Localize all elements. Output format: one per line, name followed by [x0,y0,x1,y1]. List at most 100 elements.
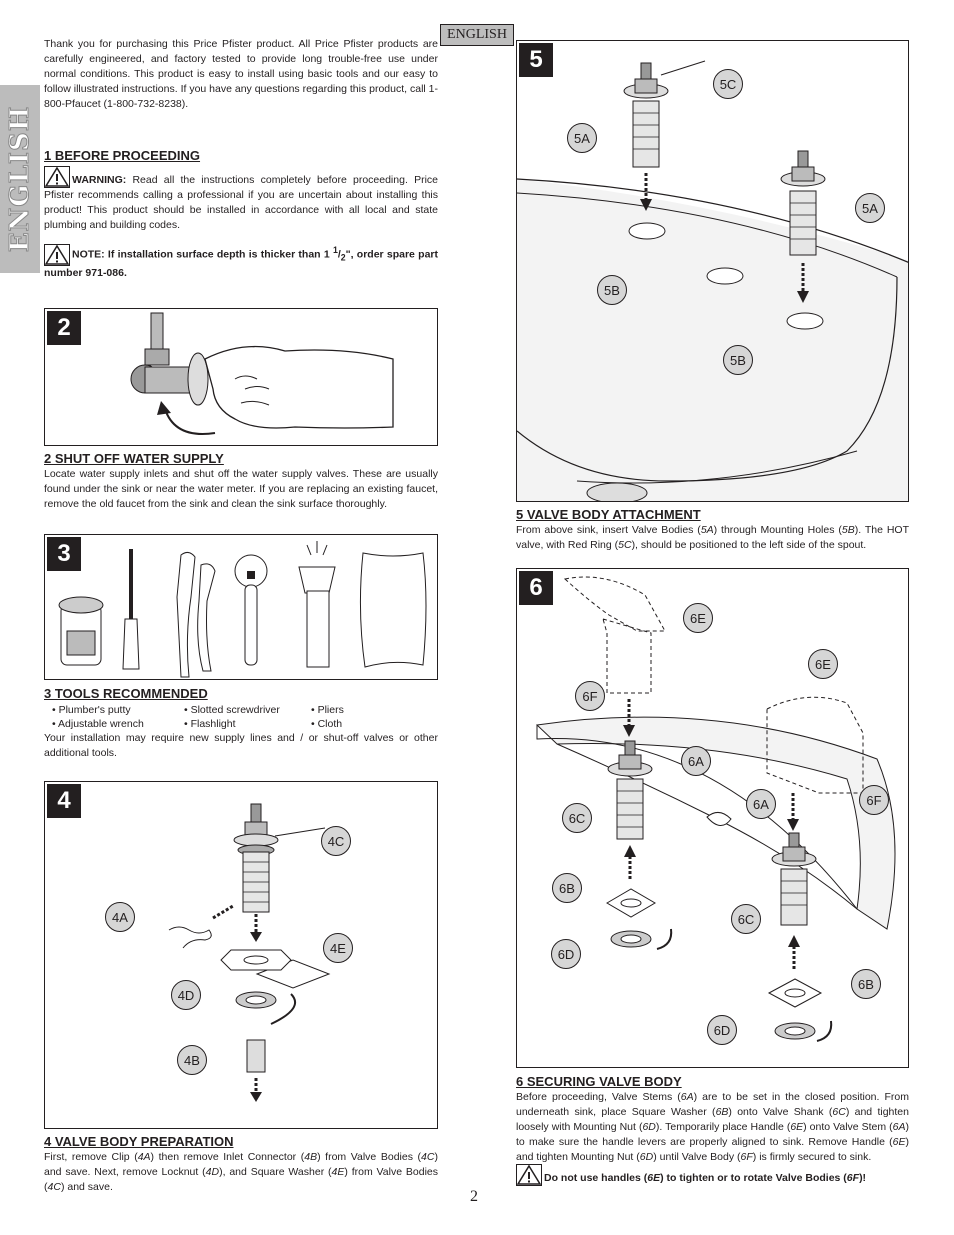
callout-6b: 6B [552,873,582,903]
step-3-heading: 3 TOOLS RECOMMENDED [44,686,208,701]
part-ref: 6E [647,1172,661,1184]
text-part: )! [859,1172,867,1184]
text-part: ). Temporarily place Handle ( [655,1121,791,1133]
callout-4b: 4B [177,1045,207,1075]
text-part: ) and save. [60,1181,113,1193]
warning-icon [516,1164,542,1186]
callout-4c: 4C [321,826,351,856]
part-ref: 4C [47,1181,61,1193]
part-ref: 4A [137,1151,151,1163]
text-part: ) through Mounting Holes ( [713,524,842,536]
callout-6f: 6F [575,681,605,711]
callout-6c: 6C [731,904,761,934]
tool-item: • Flashlight [184,718,236,730]
text-part: ), and Square Washer ( [219,1166,332,1178]
callout-5b: 5B [723,345,753,375]
tool-item: • Adjustable wrench [52,718,144,730]
language-side-tab-label: ENGLISH [5,105,36,253]
note-prefix: NOTE: If installation surface depth is t… [72,248,333,261]
pliers-icon [176,551,216,678]
text-part: ) until Valve Body ( [653,1151,741,1163]
callout-6b: 6B [851,969,881,999]
tool-item: • Plumber's putty [52,704,131,716]
part-ref: 6B [715,1106,729,1118]
securing-valve-body-drawing [535,576,896,1042]
callout-4e: 4E [323,933,353,963]
callout-6d: 6D [551,939,581,969]
putty-icon [58,596,104,666]
text-part: ) to tighten or to rotate Valve Bodies ( [660,1172,847,1184]
callout-6c: 6C [562,803,592,833]
section-1-heading: 1 BEFORE PROCEEDING [44,148,201,163]
step-3-text: Your installation may require new supply… [44,732,438,759]
shutoff-valve-hand-drawing [130,312,394,435]
part-ref: 6A [892,1121,906,1133]
callout-6f: 6F [859,785,889,815]
note-fraction-slash: / [337,248,341,261]
text-part: ) onto Valve Stem ( [803,1121,893,1133]
callout-5b: 5B [597,275,627,305]
callout-6d: 6D [707,1015,737,1045]
step-6-heading: 6 SECURING VALVE BODY [516,1074,682,1089]
warning-text: Read all the instructions completely bef… [44,174,438,231]
part-ref: 6F [846,1172,860,1184]
text-part: ) from Valve Bodies ( [44,1166,438,1193]
step-4-illustration: 4 4C 4A 4E 4D 4B [44,781,438,1129]
step-6-warning: Do not use handles (6E) to tighten or to… [516,1164,909,1186]
sink-valve-insertion-drawing [517,60,908,501]
callout-4d: 4D [171,980,201,1010]
screwdriver-icon [122,549,140,670]
callout-6e: 6E [808,649,838,679]
step-4-text: First, remove Clip (4A) then remove Inle… [44,1150,438,1195]
step-6-text: Before proceeding, Valve Stems ( 6A ) are … [516,1090,909,1165]
step-5-text: From above sink, insert Valve Bodies (5A… [516,523,909,553]
text-part: ) and save. Next, remove Locknut ( [44,1151,438,1178]
part-ref: 6F [740,1151,753,1163]
step-6-number: 6 [519,571,553,605]
part-ref: 6D [642,1121,656,1133]
wrench-icon [234,554,268,666]
step-2-illustration: 2 [44,308,438,446]
part-ref: 4C [421,1151,435,1163]
step-4-heading: 4 VALVE BODY PREPARATION [44,1134,234,1149]
note-paragraph: NOTE: If installation surface depth is t… [44,243,438,281]
part-ref: 6E [790,1121,804,1133]
part-ref: 6D [639,1151,654,1163]
page-number: 2 [470,1188,478,1205]
part-ref: 5B [841,524,855,536]
tools-list: • Plumber's putty • Slotted screwdriver … [52,703,446,733]
callout-5a: 5A [567,123,597,153]
left-valve-body [623,62,669,211]
text-part: ) then remove Inlet Connector ( [150,1151,305,1163]
text-part: ) and tighten loosely with Mounting Nut … [516,1106,909,1133]
tool-item: • Pliers [311,704,344,716]
step-3-number: 3 [47,537,81,571]
step-5-illustration: 5 5C 5A 5A 5B 5B [516,40,909,502]
step-2-text: Locate water supply inlets and shut off … [44,468,438,510]
note-fraction-den: 2 [340,252,346,263]
callout-6a: 6A [746,789,776,819]
text-part: ) is firmly secured to sink. [752,1151,872,1163]
text-part: ) onto Valve Shank ( [728,1106,833,1118]
step-2-number: 2 [47,311,81,345]
warning-icon [44,243,70,266]
text-part: ) and tighten Mounting Nut ( [516,1136,909,1163]
step-6-illustration: 6 [516,568,909,1068]
step-5-heading: 5 VALVE BODY ATTACHMENT [516,507,701,522]
part-ref: 5C [618,539,632,551]
text-part: Before proceeding, Valve Stems ( [516,1091,681,1103]
warning-icon [44,166,70,188]
text-part: ) from Valve Bodies ( [317,1151,422,1163]
part-ref: 4D [205,1166,220,1178]
callout-6e: 6E [683,603,713,633]
language-side-tab: ENGLISH [0,85,40,273]
left-valve-body [607,740,653,840]
tools-drawing [58,541,427,678]
tool-item: • Cloth [311,718,343,730]
text-part: ), should be positioned to the left side… [631,539,867,551]
right-valve-body [771,832,817,926]
callout-5a: 5A [855,193,885,223]
text-part: ) are to be set in the closed position. … [516,1091,909,1118]
cloth-icon [359,552,427,668]
part-ref: 5A [700,524,714,536]
